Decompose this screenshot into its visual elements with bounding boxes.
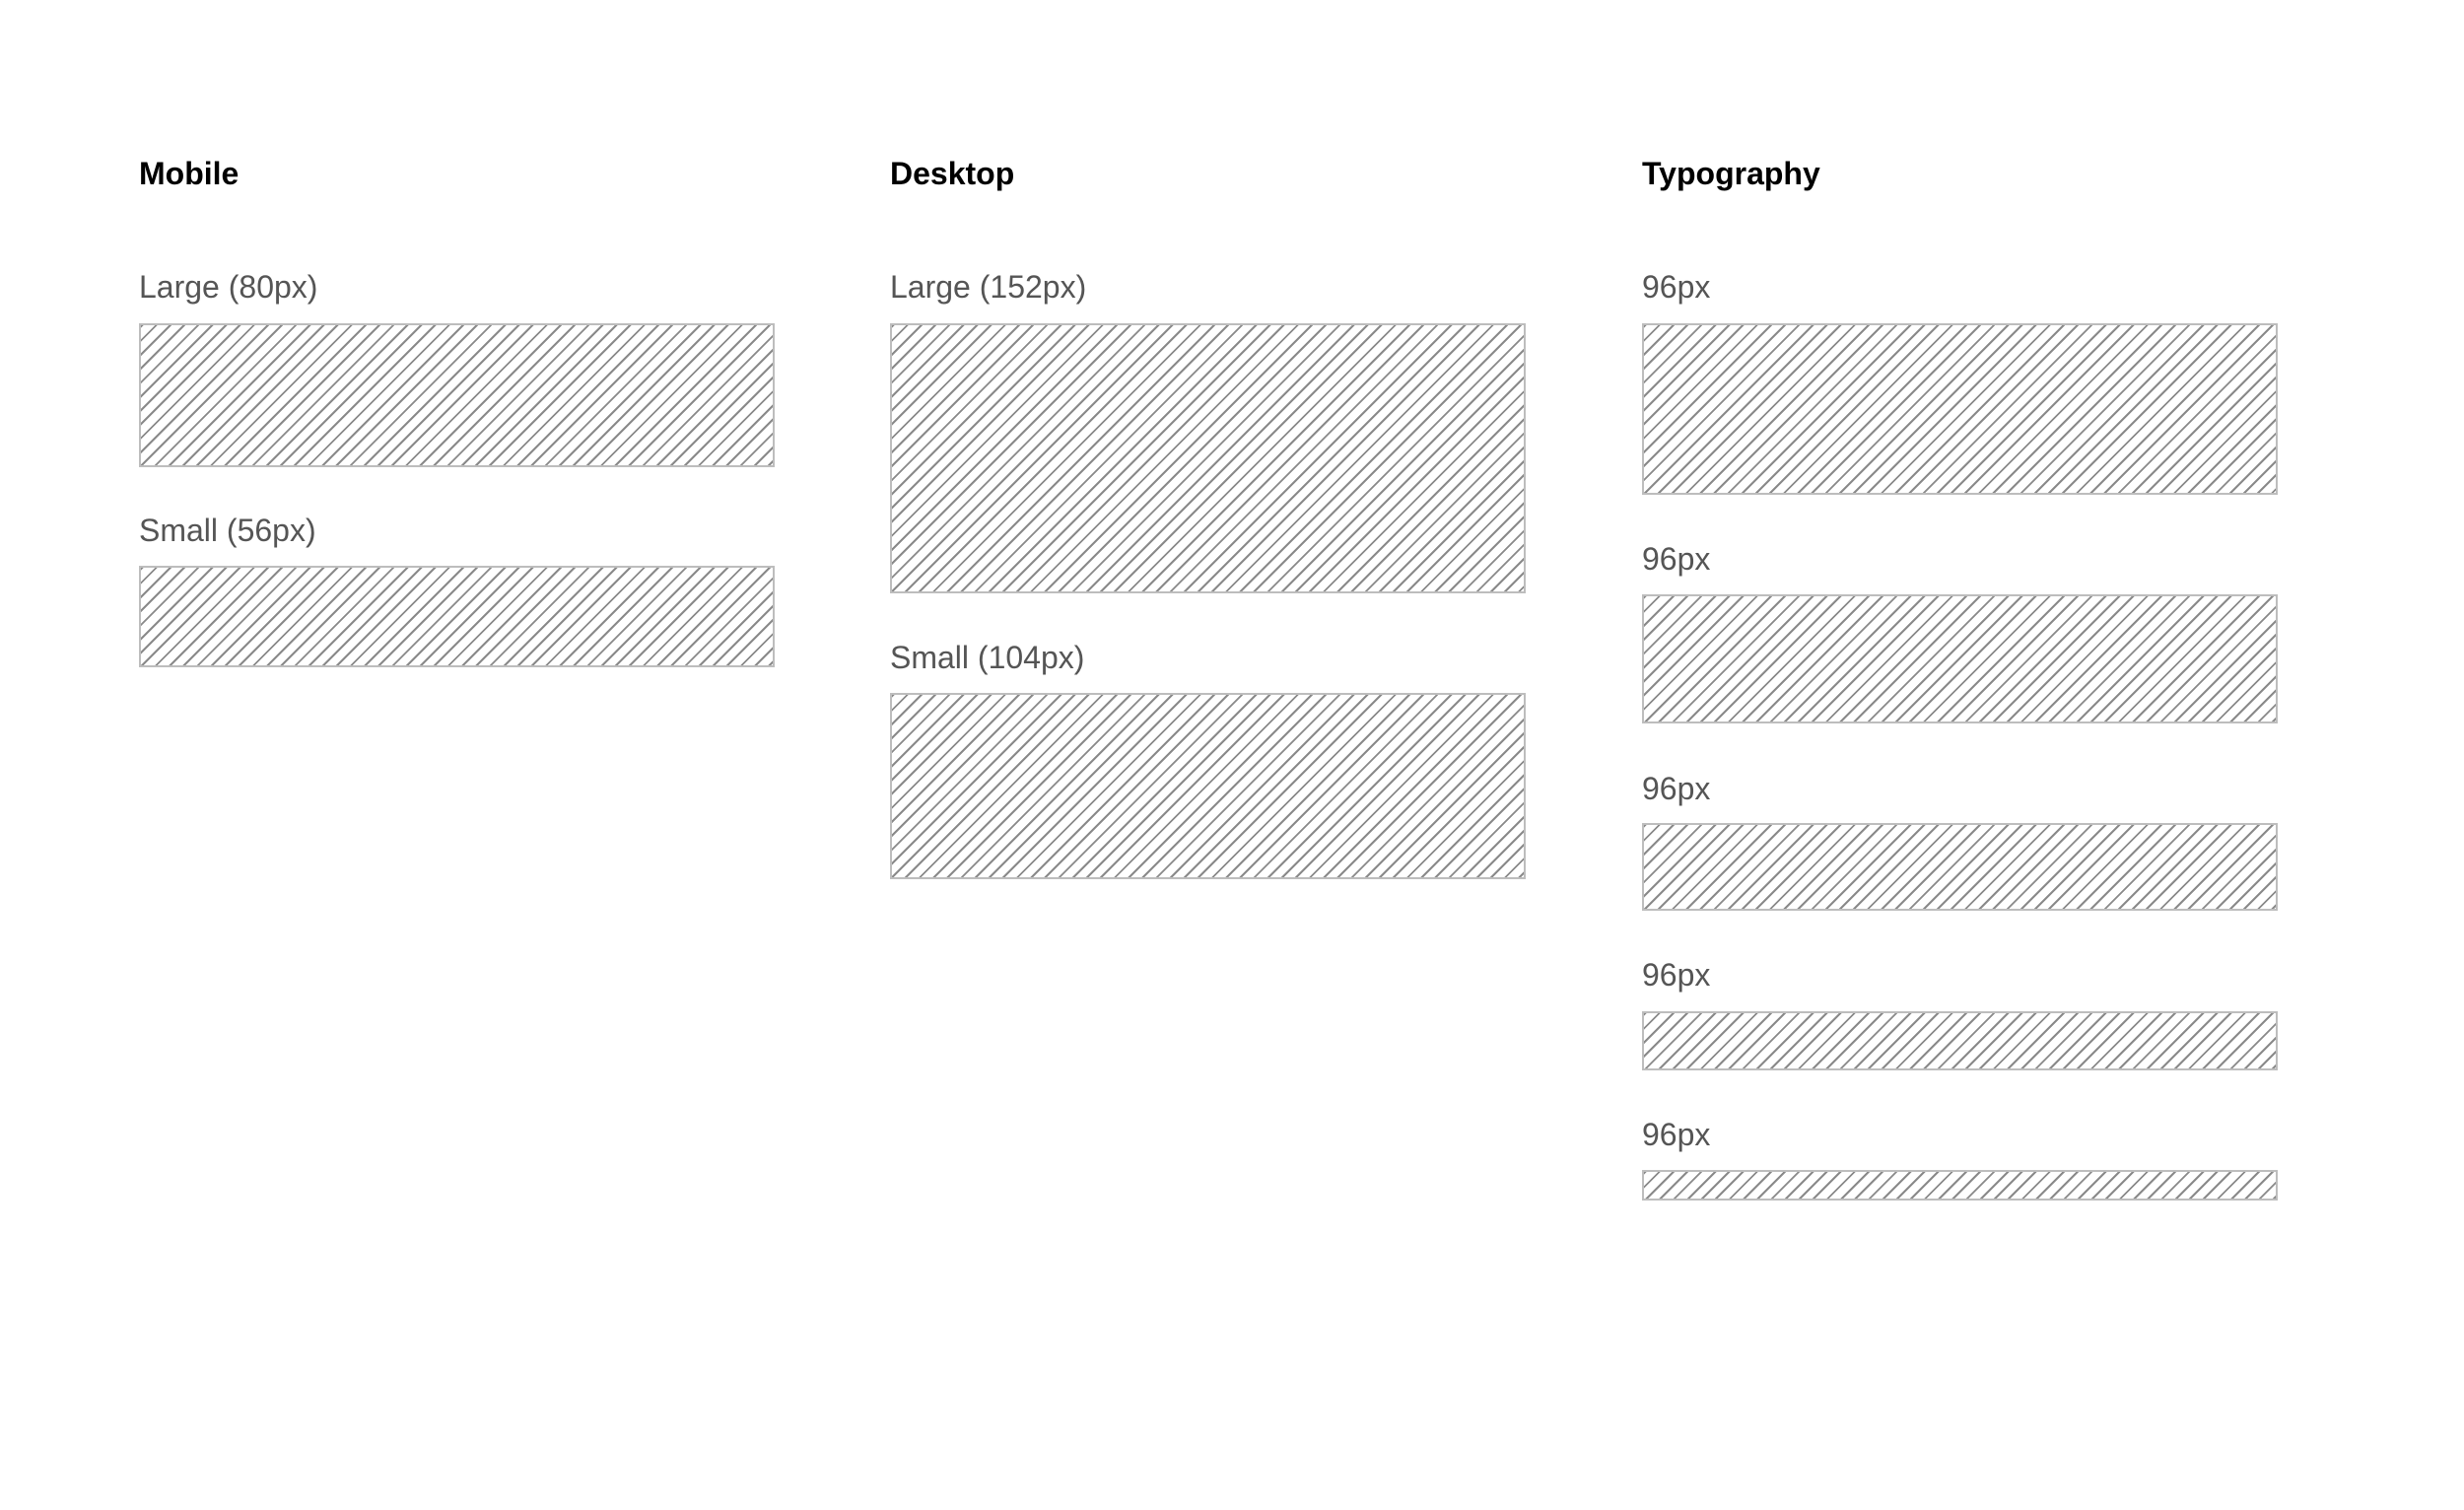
desktop-column-title: Desktop [890, 156, 1015, 191]
mobile-column-title: Mobile [139, 156, 240, 191]
typography-item-3: 96px [1642, 770, 2278, 911]
typography-column-title: Typography [1642, 156, 1820, 191]
hatched-spacing-block [139, 323, 775, 467]
hatched-spacing-block [1642, 1170, 2278, 1201]
spacing-label: Small (56px) [139, 513, 316, 548]
typography-item-4: 96px [1642, 956, 2278, 1070]
typography-item-1: 96px [1642, 268, 2278, 495]
spacing-label: Small (104px) [890, 640, 1085, 675]
hatched-spacing-block [139, 566, 775, 667]
spacing-label: 96px [1642, 269, 1711, 305]
hatched-spacing-block [890, 693, 1526, 879]
spacing-label: Large (80px) [139, 269, 318, 305]
spacing-label: 96px [1642, 541, 1711, 577]
spacing-label: 96px [1642, 957, 1711, 993]
spacing-item-desktop-small: Small (104px) [890, 639, 1526, 879]
typography-item-2: 96px [1642, 540, 2278, 723]
hatched-spacing-block [1642, 323, 2278, 495]
spacing-item-mobile-large: Large (80px) [139, 268, 775, 467]
spacing-item-desktop-large: Large (152px) [890, 268, 1526, 593]
hatched-spacing-block [1642, 823, 2278, 911]
spacing-item-mobile-small: Small (56px) [139, 512, 775, 667]
typography-item-5: 96px [1642, 1116, 2278, 1201]
spacing-label: Large (152px) [890, 269, 1087, 305]
spacing-label: 96px [1642, 771, 1711, 806]
hatched-spacing-block [1642, 594, 2278, 723]
spacing-label: 96px [1642, 1117, 1711, 1152]
hatched-spacing-block [1642, 1011, 2278, 1070]
hatched-spacing-block [890, 323, 1526, 593]
